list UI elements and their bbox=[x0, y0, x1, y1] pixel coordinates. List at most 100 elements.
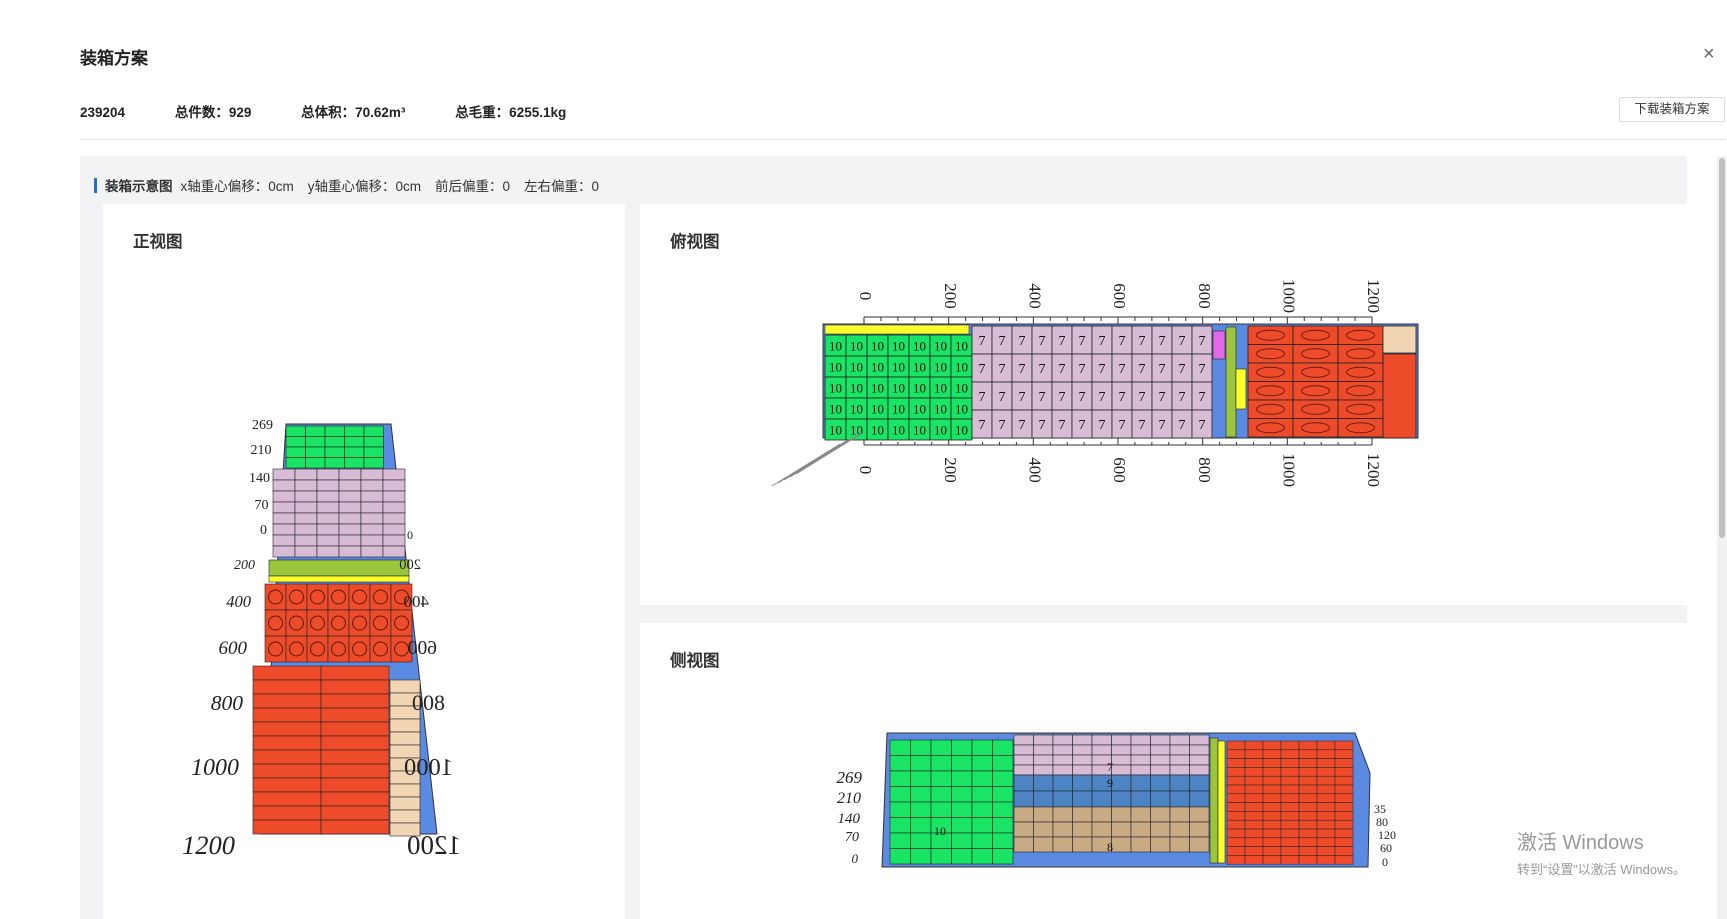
green-box bbox=[930, 786, 952, 803]
khaki-box bbox=[1033, 821, 1054, 838]
red-box bbox=[1244, 811, 1264, 821]
steel-box bbox=[1072, 790, 1093, 808]
red-box bbox=[1292, 399, 1339, 419]
olive-band bbox=[268, 559, 410, 577]
y-offset: y轴重心偏移：0cm bbox=[307, 179, 422, 194]
steel-box bbox=[1189, 790, 1210, 808]
red-box bbox=[1292, 381, 1339, 401]
bottom-tick-label: 1000 bbox=[1279, 453, 1298, 487]
red-box bbox=[1247, 381, 1294, 401]
magenta-box bbox=[1212, 330, 1226, 360]
pink-box bbox=[316, 490, 340, 503]
red-box-mark bbox=[1256, 366, 1285, 378]
green-box-label: 10 bbox=[829, 360, 842, 375]
height-tick-label: 0 bbox=[260, 523, 267, 538]
pink-box bbox=[272, 468, 296, 481]
red-box bbox=[1334, 775, 1354, 786]
pink-box bbox=[1111, 754, 1132, 766]
yellow-strip bbox=[1217, 740, 1226, 864]
perspective-line bbox=[795, 431, 865, 475]
green-box bbox=[910, 817, 932, 834]
red-box-mark bbox=[1301, 403, 1330, 415]
red-box bbox=[1226, 784, 1246, 795]
red-box bbox=[1280, 819, 1300, 830]
red-box bbox=[1244, 846, 1264, 856]
scrollbar-thumb[interactable] bbox=[1719, 158, 1725, 538]
pink-box bbox=[338, 512, 362, 525]
front-back-offset: 前后偏重：0 bbox=[435, 179, 511, 194]
pink-box-label: 7 bbox=[1119, 362, 1126, 377]
pink-box bbox=[360, 523, 384, 536]
red-box bbox=[1262, 767, 1282, 777]
pink-box-label: 7 bbox=[1059, 418, 1066, 433]
pink-box bbox=[1033, 734, 1054, 746]
red-box bbox=[1316, 749, 1336, 759]
pink-box bbox=[1052, 764, 1073, 776]
green-box bbox=[889, 770, 911, 787]
pink-box bbox=[272, 512, 296, 525]
red-box bbox=[1280, 855, 1300, 865]
pink-box bbox=[1189, 734, 1210, 746]
red-box bbox=[1334, 846, 1354, 856]
pink-box bbox=[272, 545, 296, 558]
tan-box bbox=[389, 822, 421, 837]
red-box bbox=[1298, 802, 1318, 812]
red-box bbox=[1226, 758, 1246, 768]
steel-box bbox=[1169, 790, 1190, 808]
pink-box-label: 7 bbox=[1039, 418, 1046, 433]
red-box bbox=[1247, 418, 1294, 438]
green-box bbox=[324, 425, 345, 437]
tan-box bbox=[389, 718, 421, 733]
red-box bbox=[1226, 846, 1246, 856]
pink-box-label: 7 bbox=[1139, 362, 1146, 377]
red-box-mark bbox=[268, 615, 283, 631]
khaki-box bbox=[1013, 836, 1034, 853]
red-box bbox=[1262, 740, 1282, 751]
red-large-box bbox=[320, 665, 390, 681]
red-box bbox=[1316, 855, 1336, 865]
green-box bbox=[889, 739, 911, 756]
green-box-label: 10 bbox=[934, 402, 947, 417]
green-box-label: 10 bbox=[829, 381, 842, 396]
pink-box bbox=[1150, 764, 1171, 776]
red-large-box bbox=[320, 721, 390, 737]
red-large-box bbox=[320, 791, 390, 807]
pink-box-label: 7 bbox=[1159, 334, 1166, 349]
mirror-tick-label: 800 bbox=[412, 690, 445, 715]
green-box-label: 10 bbox=[829, 423, 842, 438]
close-icon[interactable]: × bbox=[1703, 43, 1715, 65]
pink-box bbox=[294, 534, 318, 547]
mirror-tick-label: 400 bbox=[404, 592, 430, 611]
red-box bbox=[1244, 819, 1264, 830]
pink-box-label: 7 bbox=[1019, 390, 1026, 405]
green-box-label: 10 bbox=[934, 381, 947, 396]
red-box-mark bbox=[331, 615, 346, 631]
red-box bbox=[1262, 749, 1282, 759]
khaki-box bbox=[1091, 806, 1112, 823]
green-box bbox=[889, 755, 911, 772]
steel-box bbox=[1130, 790, 1151, 808]
khaki-box bbox=[1111, 836, 1132, 853]
green-box bbox=[910, 832, 932, 849]
red-box bbox=[1334, 784, 1354, 795]
red-box bbox=[1337, 418, 1384, 438]
red-box-mark bbox=[394, 641, 409, 657]
download-plan-button[interactable]: 下载装箱方案 bbox=[1619, 97, 1725, 122]
green-box-label: 10 bbox=[850, 381, 863, 396]
stats-bar: 239204 总件数：929 总体积：70.62m³ 总毛重：6255.1kg bbox=[80, 101, 566, 121]
pink-box bbox=[1189, 744, 1210, 756]
red-box-mark bbox=[394, 615, 409, 631]
pink-box bbox=[338, 534, 362, 547]
right-tick-label: 60 bbox=[1380, 841, 1392, 855]
red-large-box bbox=[252, 805, 322, 821]
length-tick-label: 800 bbox=[211, 691, 244, 715]
red-box bbox=[1334, 828, 1354, 839]
red-box bbox=[1334, 811, 1354, 821]
red-box-mark bbox=[1346, 348, 1375, 360]
pink-box-label: 7 bbox=[1119, 390, 1126, 405]
pink-box-label: 7 bbox=[1139, 334, 1146, 349]
red-box bbox=[1316, 784, 1336, 795]
tan-box bbox=[389, 796, 421, 811]
green-box-label: 10 bbox=[955, 360, 968, 375]
red-box bbox=[1262, 811, 1282, 821]
